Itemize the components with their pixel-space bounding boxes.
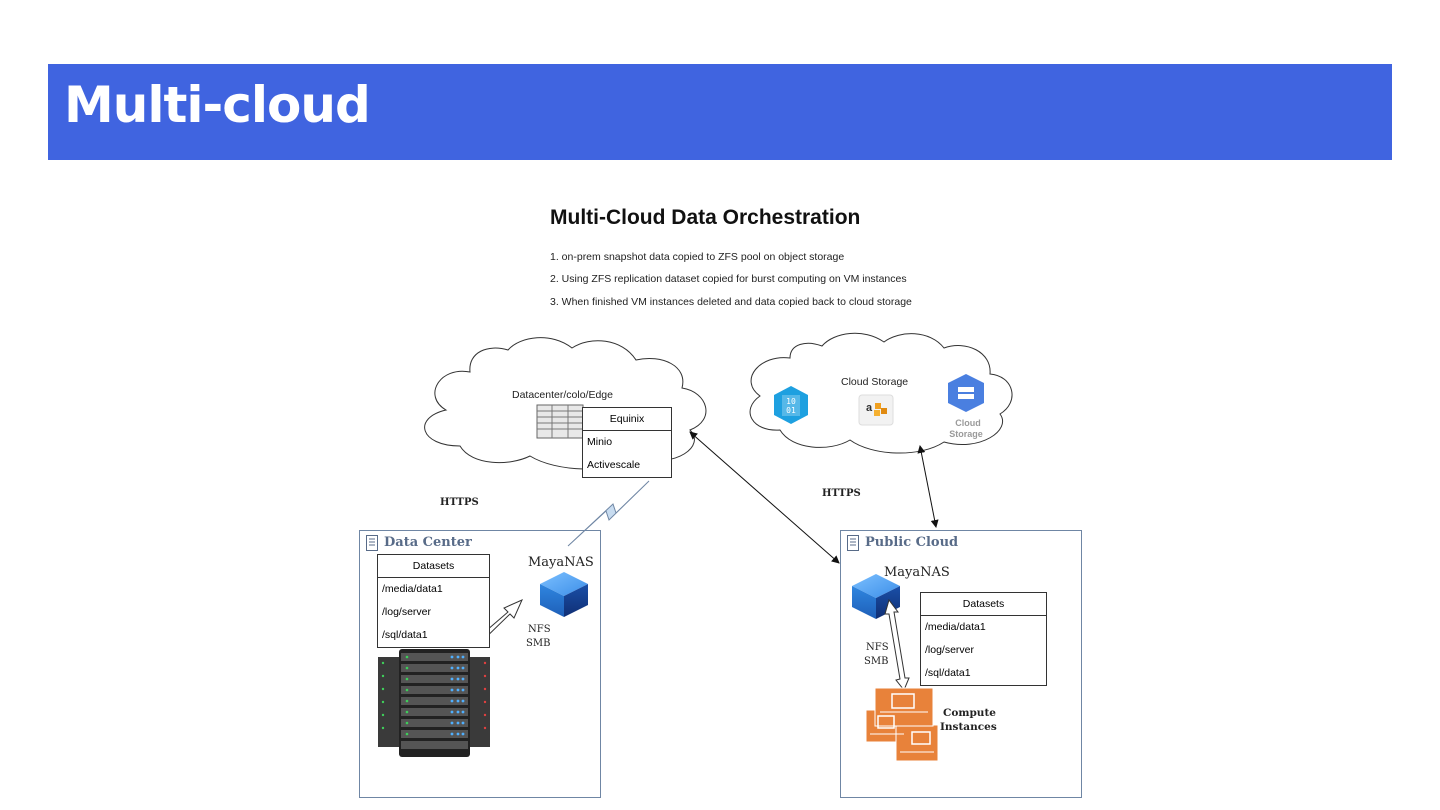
pc-dataset-row: /log/server [925, 644, 975, 656]
storage-cloud-shape [749, 332, 1013, 454]
dc-dataset-row: /log/server [382, 606, 432, 618]
compute-label-1: Compute [943, 707, 996, 719]
storage-to-public-arrow [917, 445, 939, 528]
gcs-storage-icon [948, 374, 984, 412]
azure-icon-text-2: 01 [786, 406, 796, 415]
dc-mayanas-label: MayaNAS [528, 555, 594, 570]
pc-datasets-table: Datasets /media/data1 /log/server /sql/d… [920, 592, 1047, 686]
server-icon [847, 535, 859, 551]
gcs-label-2: Storage [949, 429, 983, 439]
dc-dataset-row: /media/data1 [382, 583, 443, 595]
edge-cloud-label: Datacenter/colo/Edge [512, 389, 613, 401]
dc-datasets-table: Datasets /media/data1 /log/server /sql/d… [377, 554, 490, 648]
step-3: 3. When finished VM instances deleted an… [550, 296, 912, 308]
https-label-right: HTTPS [822, 488, 861, 499]
equinix-table: Equinix Minio Activescale [582, 407, 672, 478]
pc-datasets-header: Datasets [921, 593, 1046, 616]
public-cloud-title: Public Cloud [865, 535, 959, 550]
dc-protocol-smb: SMB [526, 638, 551, 649]
pc-dataset-row: /media/data1 [925, 621, 986, 633]
step-2: 2. Using ZFS replication dataset copied … [550, 273, 907, 285]
pc-mayanas-label: MayaNAS [884, 565, 950, 580]
equinix-row: Activescale [587, 459, 641, 471]
slide-title: Multi-cloud [64, 76, 371, 134]
equinix-table-header: Equinix [583, 408, 671, 431]
pc-protocol-smb: SMB [864, 656, 889, 667]
aws-icon-text: a [866, 402, 873, 414]
dc-datasets-header: Datasets [378, 555, 489, 578]
data-center-panel: Data Center [359, 530, 601, 798]
public-cloud-panel: Public Cloud [840, 530, 1082, 798]
aws-storage-icon: a [858, 394, 894, 426]
edge-to-public-arrow [689, 431, 840, 564]
pc-mayanas-cube-icon [852, 574, 900, 619]
pc-protocol-nfs: NFS [866, 642, 889, 653]
pc-dataset-row: /sql/data1 [925, 667, 971, 679]
azure-storage-icon: 10 01 [774, 386, 808, 424]
diagram-title: Multi-Cloud Data Orchestration [550, 206, 861, 229]
step-1: 1. on-prem snapshot data copied to ZFS p… [550, 251, 845, 263]
lightning-link [567, 480, 650, 547]
equinix-row: Minio [587, 436, 613, 448]
data-center-title: Data Center [384, 535, 472, 550]
server-icon [366, 535, 378, 551]
compute-label-2: Instances [940, 721, 997, 733]
rack-icon [536, 404, 584, 439]
compute-instances-icon [865, 687, 939, 762]
server-rack-icon [378, 649, 490, 757]
slide-header: Multi-cloud [48, 64, 1392, 160]
storage-cloud-label: Cloud Storage [841, 376, 909, 388]
https-label-left: HTTPS [440, 497, 479, 508]
gcs-label-1: Cloud [955, 418, 981, 428]
azure-icon-text-1: 10 [786, 397, 796, 406]
dc-protocol-nfs: NFS [528, 624, 551, 635]
dc-dataset-row: /sql/data1 [382, 629, 428, 641]
dc-mayanas-cube-icon [540, 572, 588, 617]
